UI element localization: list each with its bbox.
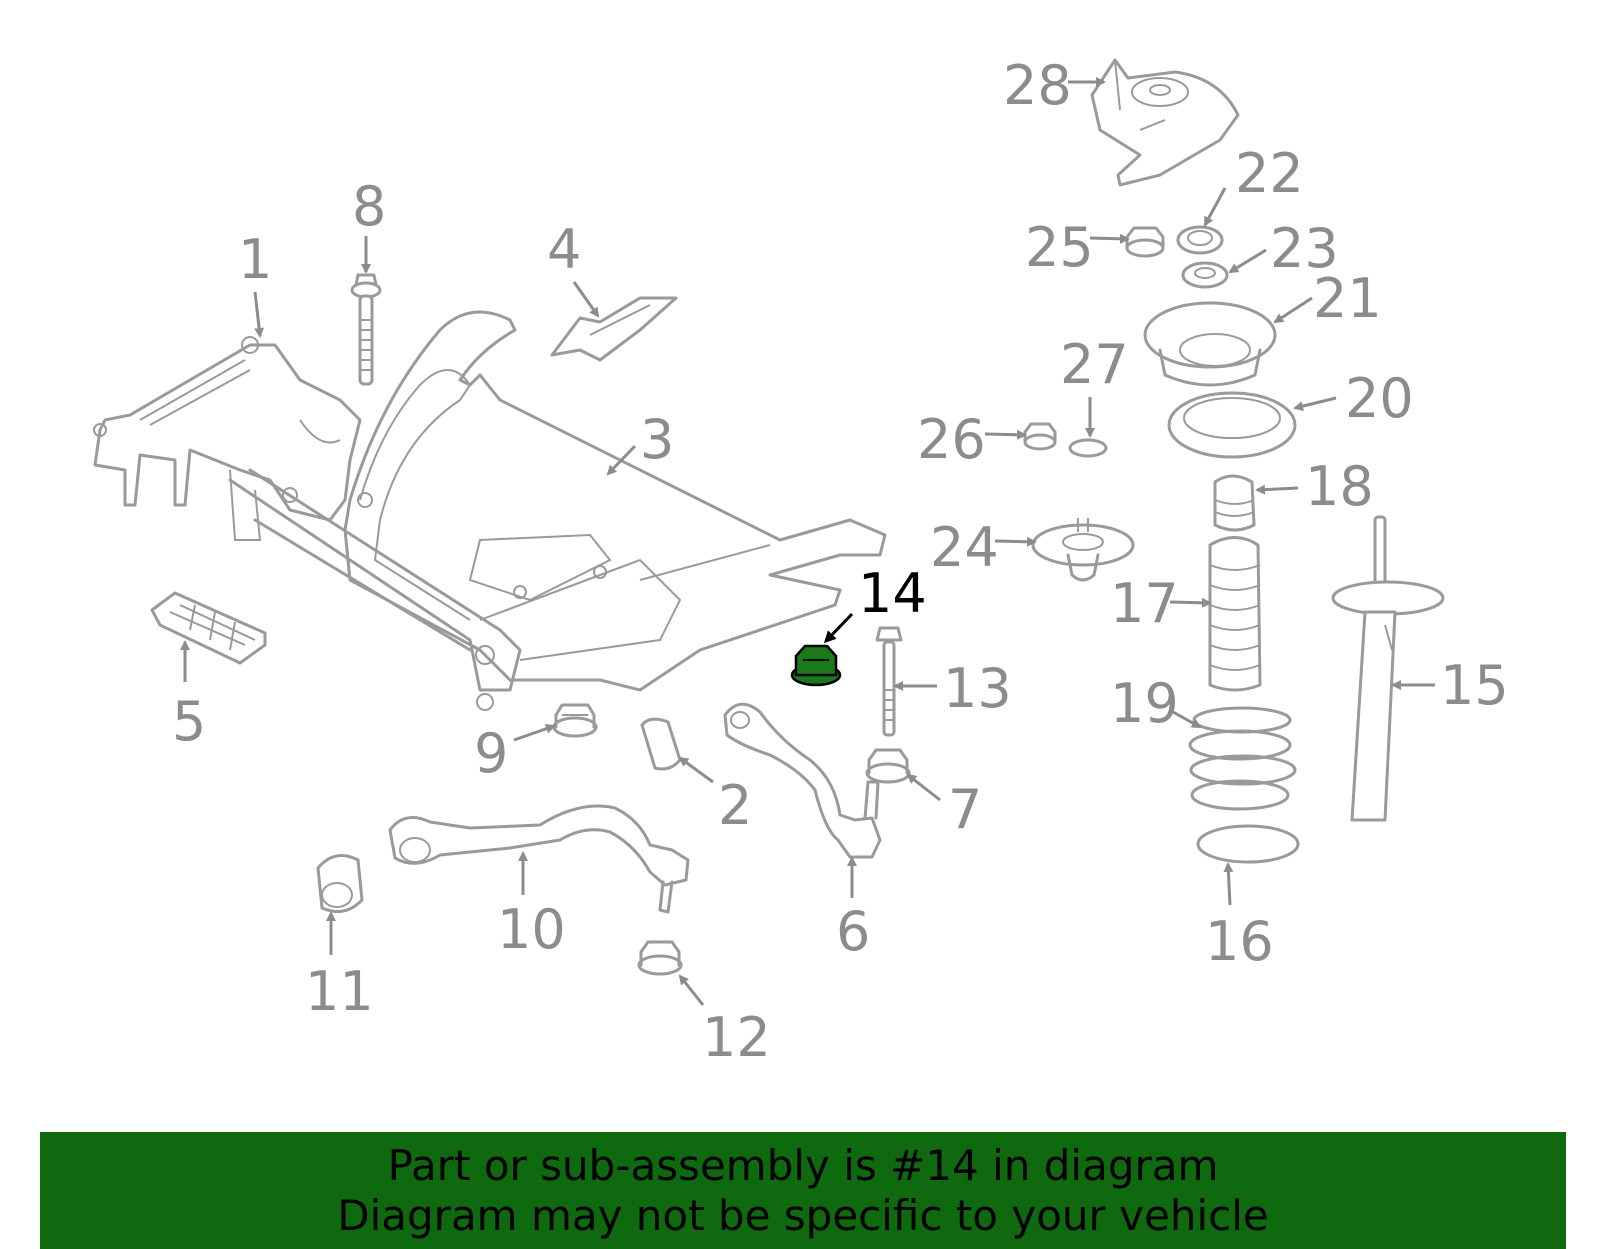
callout-25: 25: [1025, 216, 1094, 279]
callout-28: 28: [1003, 54, 1072, 117]
part-28-strut-mount: [1090, 58, 1240, 187]
part-2-bushing: [640, 717, 682, 771]
callout-2: 2: [718, 774, 752, 837]
arrow-25: [1089, 233, 1130, 244]
part-21-upper-mount: [1143, 301, 1277, 387]
arrow-20: [1293, 396, 1337, 411]
part-3-crossmember: [343, 310, 887, 711]
part-22-washer: [1176, 225, 1224, 255]
callout-27: 27: [1060, 333, 1129, 396]
arrow-7: [906, 773, 941, 802]
callout-3: 3: [640, 408, 674, 471]
arrow-9: [513, 723, 556, 742]
banner-line-2: Diagram may not be specific to your vehi…: [337, 1191, 1269, 1240]
arrow-1: [253, 291, 265, 338]
callout-5: 5: [172, 690, 206, 753]
part-23-washer: [1181, 261, 1229, 289]
arrow-23: [1228, 248, 1267, 274]
arrow-19: [1172, 710, 1202, 729]
parts-diagram: 1 2 3 4 5 6 7 8 9 10 11 12 13 14 15 16 1…: [93, 54, 1509, 1069]
callout-6: 6: [836, 900, 870, 963]
callout-21: 21: [1313, 267, 1382, 330]
part-9-nut: [552, 703, 598, 738]
part-5-cover: [150, 591, 267, 665]
leader-arrows: [180, 77, 1435, 1006]
callout-17: 17: [1110, 572, 1179, 635]
banner-line-1: Part or sub-assembly is #14 in diagram: [387, 1141, 1219, 1190]
callout-14: 14: [858, 562, 927, 625]
callout-12: 12: [702, 1006, 771, 1069]
callout-13: 13: [943, 657, 1012, 720]
callout-26: 26: [917, 408, 986, 471]
part-15-strut: [1331, 515, 1445, 822]
callout-22: 22: [1235, 142, 1304, 205]
arrow-26: [984, 429, 1027, 440]
callout-23: 23: [1270, 217, 1339, 280]
callout-20: 20: [1345, 367, 1414, 430]
part-26-nut: [1023, 422, 1057, 451]
callout-4: 4: [547, 218, 581, 281]
part-19-coil-spring: [1188, 706, 1297, 811]
arrow-4: [572, 281, 600, 318]
arrow-3: [606, 444, 637, 476]
callout-19: 19: [1110, 672, 1179, 735]
callout-24: 24: [930, 516, 999, 579]
part-6-control-arm: [723, 702, 882, 859]
part-11-bushing: [316, 854, 364, 914]
arrow-2: [678, 756, 714, 784]
arrow-24: [994, 536, 1037, 547]
part-4-shield: [550, 296, 678, 362]
arrow-21: [1273, 296, 1313, 324]
callout-10: 10: [497, 898, 566, 961]
arrow-22: [1203, 187, 1227, 227]
part-10-lower-arm: [388, 804, 690, 914]
part-25-nut: [1125, 226, 1165, 258]
arrow-14: [823, 612, 854, 644]
part-7-nut: [865, 748, 911, 784]
callout-16: 16: [1205, 910, 1274, 973]
callout-18: 18: [1305, 455, 1374, 518]
part-18-bump-stop: [1213, 474, 1256, 532]
arrow-18: [1255, 484, 1299, 495]
part-14-highlighted-nut: [790, 644, 842, 687]
part-8-bolt: [350, 273, 382, 386]
part-20-spring-seat: [1167, 391, 1297, 459]
part-13-bolt: [875, 626, 903, 737]
callout-11: 11: [305, 960, 374, 1023]
arrow-16: [1223, 862, 1234, 906]
callout-labels: 1 2 3 4 5 6 7 8 9 10 11 12 13 14 15 16 1…: [172, 54, 1509, 1069]
arrow-17: [1169, 597, 1212, 608]
callout-8: 8: [352, 175, 386, 238]
info-banner: Part or sub-assembly is #14 in diagram D…: [40, 1132, 1566, 1249]
arrow-12: [678, 974, 705, 1006]
callout-1: 1: [238, 228, 272, 291]
part-12-nut: [637, 940, 683, 976]
callout-15: 15: [1440, 654, 1509, 717]
part-24-strut-bearing: [1031, 518, 1135, 582]
part-17-dust-boot: [1208, 536, 1262, 692]
part-27-cap: [1068, 438, 1108, 458]
callout-9: 9: [474, 722, 508, 785]
part-1-subframe: [93, 336, 522, 692]
callout-7: 7: [948, 778, 982, 841]
part-16-spring-pad: [1196, 824, 1300, 864]
